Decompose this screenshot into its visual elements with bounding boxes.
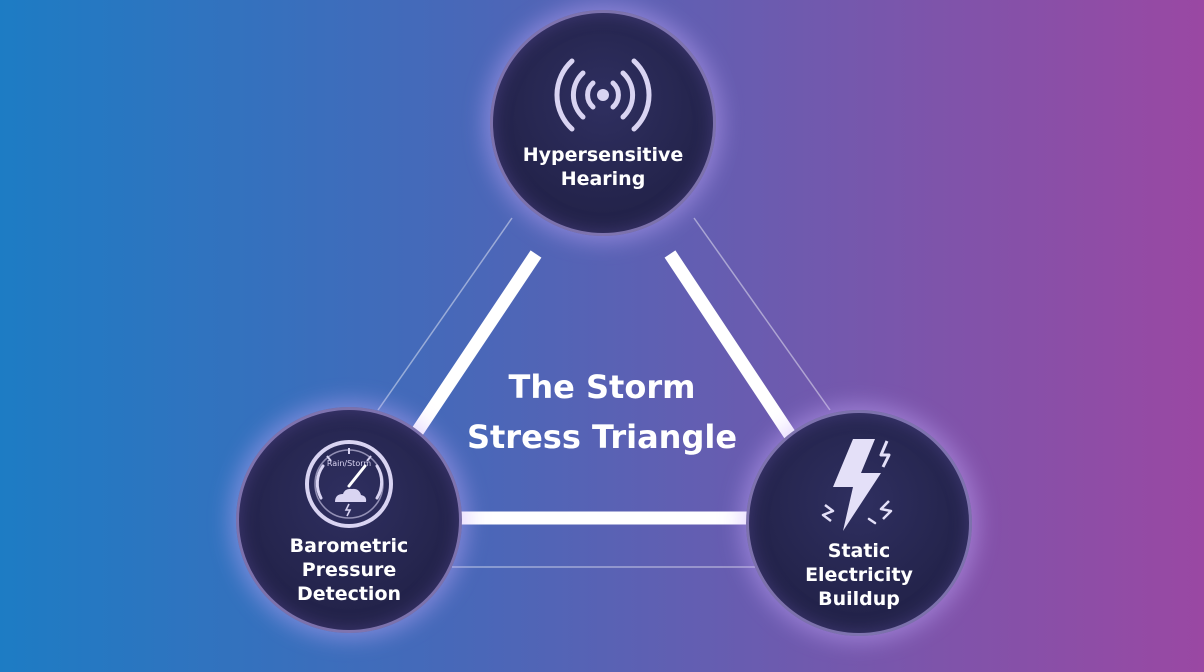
barometer-gauge-icon: Rain/Storm <box>301 436 397 536</box>
node-static-electricity: Static Electricity Buildup <box>746 410 972 636</box>
edge-top-left <box>409 250 542 439</box>
title-line-2: Stress Triangle <box>466 418 738 456</box>
node-label-static: Static Electricity Buildup <box>805 540 913 610</box>
node-label-barometric: Barometric Pressure Detection <box>289 535 409 605</box>
outer-line-left <box>377 217 513 411</box>
outer-line-right <box>693 217 831 411</box>
title-line-1: The Storm <box>508 368 696 406</box>
node-label-hearing: Hypersensitive Hearing <box>522 144 684 190</box>
radio-waves-icon <box>548 55 658 139</box>
node-hypersensitive-hearing: Hypersensitive Hearing <box>490 10 716 236</box>
node-barometric-pressure: Rain/Storm Barometric Pressure Detection <box>236 407 462 633</box>
lightning-bolt-icon <box>809 435 909 539</box>
edge-top-right <box>664 250 796 439</box>
diagram-title: The Storm Stress Triangle <box>430 362 774 462</box>
gauge-text: Rain/Storm <box>327 459 372 468</box>
